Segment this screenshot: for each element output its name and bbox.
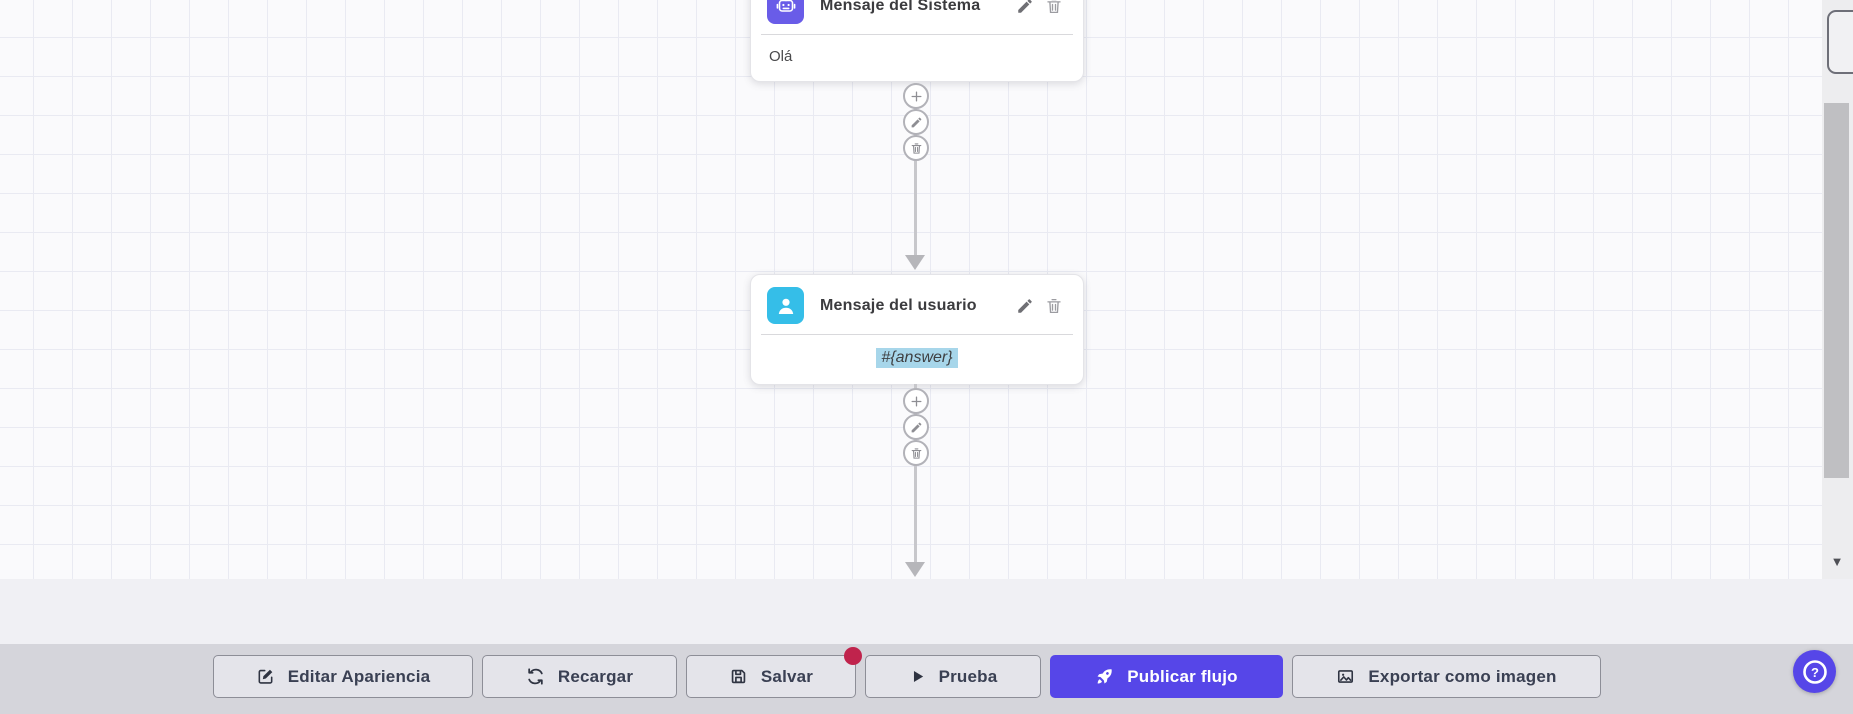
connection-line <box>914 384 917 564</box>
answer-variable-chip[interactable]: #{answer} <box>876 348 958 368</box>
add-node-button[interactable] <box>903 83 929 109</box>
node-card-user-message[interactable]: Mensaje del usuario #{answer} <box>750 274 1084 385</box>
connection-arrow-icon <box>905 562 925 577</box>
canvas-scrollbar-thumb[interactable] <box>1827 10 1853 74</box>
reload-button[interactable]: Recargar <box>482 655 677 698</box>
node-body-text: Olá <box>769 48 793 65</box>
delete-connection-button[interactable] <box>903 440 929 466</box>
toolbar-button-row: Editar Apariencia Recargar <box>213 647 1601 698</box>
help-question-icon: ? <box>1801 658 1829 686</box>
user-icon <box>767 287 804 324</box>
delete-node-icon[interactable] <box>1045 0 1063 15</box>
node-divider <box>761 34 1073 35</box>
edit-node-icon[interactable] <box>1016 297 1034 315</box>
svg-text:?: ? <box>1811 665 1819 680</box>
node-title: Mensaje del usuario <box>820 296 977 314</box>
node-header: Mensaje del Sistema <box>751 0 1083 34</box>
add-node-button[interactable] <box>903 388 929 414</box>
button-label: Salvar <box>760 666 814 686</box>
delete-node-icon[interactable] <box>1045 297 1063 315</box>
button-label: Exportar como imagen <box>1368 666 1557 686</box>
button-label: Prueba <box>938 666 998 686</box>
test-button[interactable]: Prueba <box>865 655 1041 698</box>
page-scrollbar-thumb[interactable] <box>1824 103 1849 478</box>
node-header: Mensaje del usuario <box>751 275 1083 334</box>
play-icon <box>909 668 926 685</box>
bottom-toolbar: Editar Apariencia Recargar <box>0 644 1853 714</box>
robot-icon <box>767 0 804 24</box>
edit-node-icon[interactable] <box>1016 0 1034 15</box>
unsaved-changes-badge <box>844 647 862 665</box>
node-title: Mensaje del Sistema <box>820 0 981 14</box>
flow-canvas[interactable]: Mensaje del Sistema Olá <box>0 0 1822 579</box>
scrollbar-down-arrow-icon[interactable]: ▼ <box>1830 554 1844 569</box>
connection-line <box>914 83 917 257</box>
node-card-system-message[interactable]: Mensaje del Sistema Olá <box>750 0 1084 82</box>
image-icon <box>1336 667 1355 686</box>
save-button[interactable]: Salvar <box>686 647 862 698</box>
connection-arrow-icon <box>905 255 925 270</box>
button-label: Recargar <box>557 666 634 686</box>
button-label: Publicar flujo <box>1127 666 1238 686</box>
edit-connection-button[interactable] <box>903 414 929 440</box>
edit-square-icon <box>256 667 275 686</box>
node-divider <box>761 334 1073 335</box>
edit-appearance-button[interactable]: Editar Apariencia <box>213 655 473 698</box>
delete-connection-button[interactable] <box>903 135 929 161</box>
button-label: Editar Apariencia <box>287 666 431 686</box>
export-as-image-button[interactable]: Exportar como imagen <box>1292 655 1601 698</box>
canvas-footer-strip <box>0 579 1853 644</box>
rocket-icon <box>1095 667 1114 686</box>
refresh-icon <box>526 667 545 686</box>
publish-flow-button[interactable]: Publicar flujo <box>1050 655 1283 698</box>
save-icon <box>729 667 748 686</box>
help-button[interactable]: ? <box>1793 650 1836 693</box>
edit-connection-button[interactable] <box>903 109 929 135</box>
